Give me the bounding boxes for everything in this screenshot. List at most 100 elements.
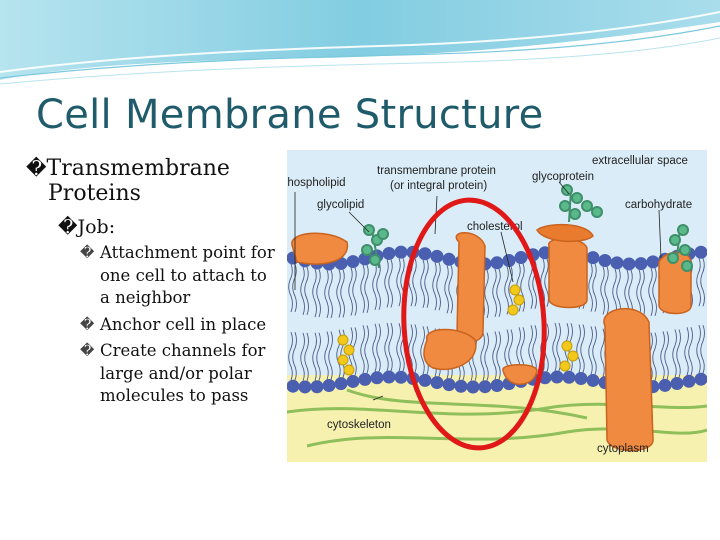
phospholipid-head <box>394 370 408 384</box>
bullet-level3-item: � Anchor cell in place <box>80 314 276 337</box>
phospholipid-head <box>466 380 480 394</box>
phospholipid-tail <box>684 327 693 376</box>
phospholipid-head <box>418 247 432 261</box>
label-glycoprotein: glycoprotein <box>532 171 594 183</box>
phospholipid-tail <box>588 263 597 312</box>
phospholipid-tail <box>588 326 597 375</box>
label-extracellular-space: extracellular space <box>592 155 688 167</box>
phospholipid-head <box>490 378 504 392</box>
phospholipid-tail <box>360 325 369 374</box>
phospholipid-head <box>706 375 707 381</box>
phospholipid-tail <box>492 268 501 317</box>
phospholipid-tail <box>444 265 453 314</box>
bullet-level1-line2: Proteins <box>48 181 141 206</box>
cell-membrane-diagram: extracellular space phospholipid transme… <box>287 150 707 462</box>
cholesterol-molecules <box>337 284 579 376</box>
bullet-marker: � <box>80 343 95 359</box>
phospholipid-head <box>586 251 600 265</box>
phospholipid-head <box>287 379 300 393</box>
phospholipid-head <box>658 378 672 392</box>
bullet-level1: �Transmembrane Proteins <box>26 156 276 206</box>
phospholipid-tail <box>432 262 441 311</box>
phospholipid-tail <box>384 322 393 372</box>
phospholipid-head <box>346 374 360 388</box>
phospholipid-head <box>562 370 576 384</box>
phospholipid-tail <box>312 332 321 381</box>
phospholipid-head <box>550 370 564 384</box>
label-integral-protein: (or integral protein) <box>390 180 487 192</box>
slide-title: Cell Membrane Structure <box>36 92 544 138</box>
label-cytoplasm: cytoplasm <box>597 443 649 455</box>
phospholipid-tail <box>648 267 657 317</box>
phospholipid-head <box>478 380 492 394</box>
highlight-ring <box>401 197 547 451</box>
phospholipid-head <box>298 380 312 394</box>
label-phospholipid: phospholipid <box>287 177 346 189</box>
phospholipid-tail <box>300 266 309 316</box>
phospholipid-tail <box>636 269 645 318</box>
phospholipid-tail <box>336 269 345 318</box>
phospholipid-tail <box>288 263 297 313</box>
phospholipid-tail <box>576 324 585 373</box>
bullet-level1-line1: Transmembrane <box>46 156 230 181</box>
phospholipid-head <box>646 255 660 269</box>
label-carbohydrate: carbohydrate <box>625 199 692 211</box>
phospholipid-head <box>382 370 396 384</box>
phospholipid-tail <box>324 269 333 319</box>
bullet-marker: � <box>80 316 95 333</box>
phospholipid-head <box>694 245 707 259</box>
bullet-marker: � <box>58 216 78 238</box>
bullet-level3-text: Anchor cell in place <box>100 314 267 334</box>
phospholipid-tail <box>408 324 417 373</box>
phospholipid-head <box>514 251 528 265</box>
label-cytoskeleton: cytoskeleton <box>327 419 391 431</box>
phospholipid-tail <box>360 264 369 314</box>
bullet-level3-text: Create channels for large and/or polar m… <box>100 341 266 405</box>
phospholipid-head <box>358 372 372 386</box>
phospholipid-tail <box>372 323 381 372</box>
bullet-level2: �Job: <box>58 216 276 238</box>
phospholipid-tail <box>600 266 609 315</box>
extracellular-region <box>287 150 707 300</box>
phospholipid-head <box>490 256 504 270</box>
phospholipid-head <box>418 373 432 387</box>
phospholipid-tail <box>660 331 669 380</box>
phospholipid-head <box>322 379 336 393</box>
phospholipid-head <box>370 371 384 385</box>
bullet-level3-text: Attachment point for one cell to attach … <box>100 243 275 307</box>
phospholipid-head <box>682 374 696 388</box>
phospholipid-head <box>394 245 408 259</box>
phospholipid-head <box>346 255 360 269</box>
phospholipid-head <box>442 378 456 392</box>
phospholipid-tail <box>288 332 297 381</box>
phospholipid-head <box>334 377 348 391</box>
phospholipid-head <box>706 249 707 255</box>
phospholipid-tail <box>480 332 489 381</box>
phospholipid-tail <box>384 259 393 308</box>
phospholipid-tail <box>492 331 501 380</box>
phospholipid-tail <box>300 332 309 382</box>
bullet-marker: � <box>80 245 95 261</box>
phospholipid-head <box>598 254 612 268</box>
phospholipid-tail <box>696 258 705 307</box>
phospholipid-tail <box>528 325 537 374</box>
label-transmembrane-protein: transmembrane protein <box>377 165 496 177</box>
phospholipid-head <box>670 377 684 391</box>
phospholipid-head <box>310 380 324 394</box>
phospholipid-head <box>586 373 600 387</box>
phospholipid-tail <box>672 329 681 378</box>
phospholipid-tail <box>696 325 705 374</box>
phospholipid-head <box>634 257 648 271</box>
phospholipid-head <box>382 246 396 260</box>
carbohydrate-chains <box>361 184 693 272</box>
phospholipid-head <box>454 379 468 393</box>
phospholipid-head <box>610 256 624 270</box>
label-glycolipid: glycolipid <box>317 199 364 211</box>
phospholipid-tail <box>372 261 381 311</box>
bullet-level3-item: � Attachment point for one cell to attac… <box>80 242 276 310</box>
bullet-list: �Transmembrane Proteins �Job: � Attachme… <box>26 156 276 408</box>
phospholipid-tail <box>312 268 321 318</box>
phospholipid-tail <box>324 331 333 380</box>
phospholipid-head <box>574 372 588 386</box>
header-wave-decoration <box>0 0 720 85</box>
